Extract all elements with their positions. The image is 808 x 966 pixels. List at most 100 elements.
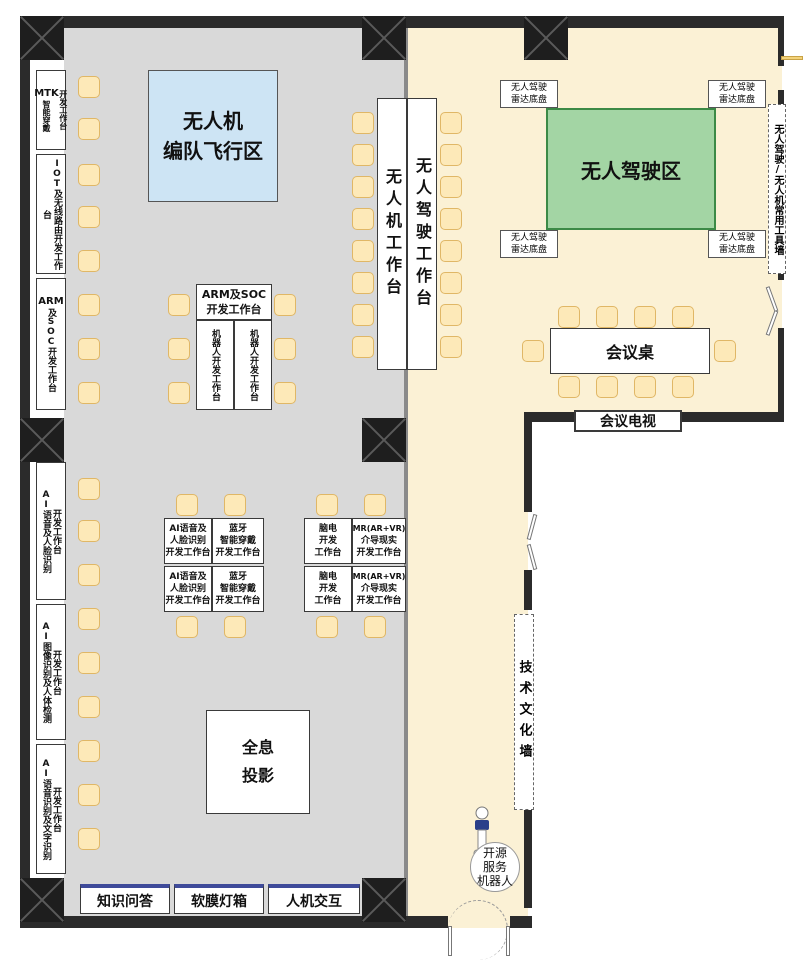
radar-bl-line1: 无人驾驶: [510, 233, 547, 243]
hologram-line1: 全息: [241, 738, 274, 757]
cream-floor-bottom: [408, 412, 528, 928]
workbench-driving: 无人驾驶工作台: [407, 98, 437, 370]
chair: [440, 176, 462, 198]
desk-ai-face-2: AI语音及 人脸识别 开发工作台: [164, 566, 212, 612]
pillar: [362, 16, 406, 60]
bt-2-l1: 蓝牙: [228, 572, 247, 582]
mr-1-l1: MR(AR+VR): [352, 524, 406, 533]
workbench-drone: 无人机工作台: [377, 98, 407, 370]
arm-soc-line1: ARM及SOC: [201, 288, 267, 301]
pillar: [20, 878, 64, 922]
desk-bci-1: 脑电 开发 工作台: [304, 518, 352, 564]
chair: [596, 306, 618, 328]
bt-1-l3: 开发工作台: [215, 548, 261, 558]
chair: [168, 338, 190, 360]
mtk-title: MTK: [34, 88, 59, 99]
ai-voice-face-label: AI语音及人脸识别: [41, 489, 51, 573]
workbench-robot-right: 机器人开发工作台: [234, 320, 272, 410]
chair: [78, 478, 100, 500]
display-knowledge-qa: 知识问答: [80, 884, 170, 914]
culture-wall: 技术文化墙: [514, 614, 534, 810]
chair: [364, 494, 386, 516]
bci-2-l3: 工作台: [314, 596, 342, 606]
robot-label-line3: 机器人: [476, 874, 513, 888]
robot-left-label: 机器人开发工作台: [210, 329, 220, 401]
mr-1-l3: 开发工作台: [356, 548, 402, 558]
workbench-ai-speech-text: AI语音识别及文字识别 开发工作台: [36, 744, 66, 874]
bci-1-l3: 工作台: [314, 548, 342, 558]
chair: [78, 520, 100, 542]
radar-br-line1: 无人驾驶: [718, 233, 755, 243]
arm-left-sub2: 开发工作台: [46, 347, 56, 392]
bci-1-l1: 脑电: [318, 524, 337, 534]
chair: [176, 494, 198, 516]
display-hci: 人机交互: [268, 884, 360, 914]
ai-face-1-l2: 人脸识别: [169, 536, 206, 546]
chair: [714, 340, 736, 362]
autonomous-driving-zone: 无人驾驶区: [546, 108, 716, 230]
wall-bottom-right: [510, 916, 532, 928]
chair: [352, 272, 374, 294]
chair: [522, 340, 544, 362]
mtk-sub1: 智能穿戴: [42, 100, 51, 132]
workbench-robot-left: 机器人开发工作台: [196, 320, 234, 410]
chair: [168, 294, 190, 316]
chair: [364, 616, 386, 638]
wall-left: [20, 16, 30, 928]
tool-wall: 无人驾驶/无人机常用工具墙: [768, 104, 786, 274]
ai-face-2-l1: AI语音及: [169, 572, 207, 582]
entrance-door: [506, 926, 510, 956]
desk-bt-2: 蓝牙 智能穿戴 开发工作台: [212, 566, 264, 612]
bt-1-l1: 蓝牙: [228, 524, 247, 534]
bci-2-l1: 脑电: [318, 572, 337, 582]
pillar: [362, 878, 406, 922]
workbench-arm-left: ARM 及SOC 开发工作台: [36, 278, 66, 410]
chair: [634, 376, 656, 398]
arm-soc-line2: 开发工作台: [206, 303, 262, 316]
chair: [78, 250, 100, 272]
radar-bl-line2: 雷达底盘: [510, 245, 547, 255]
radar-tl-line2: 雷达底盘: [510, 95, 547, 105]
chair: [78, 652, 100, 674]
radar-tl-line1: 无人驾驶: [510, 83, 547, 93]
chair: [224, 616, 246, 638]
chair: [440, 304, 462, 326]
display-lightbox: 软膜灯箱: [174, 884, 264, 914]
pillar: [362, 418, 406, 462]
chair: [440, 112, 462, 134]
chair: [352, 304, 374, 326]
chair: [672, 376, 694, 398]
radar-chassis-br: 无人驾驶 雷达底盘: [708, 230, 766, 258]
hologram-line2: 投影: [241, 766, 274, 785]
chair: [78, 696, 100, 718]
chair: [316, 616, 338, 638]
door: [781, 56, 803, 60]
meeting-tv-label: 会议电视: [600, 414, 656, 430]
drone-flight-line1: 无人机: [183, 109, 243, 133]
radar-chassis-tr: 无人驾驶 雷达底盘: [708, 80, 766, 108]
chair: [78, 338, 100, 360]
mr-1-l2: 介导现实: [360, 536, 397, 546]
ai-image-body-dev: 开发工作台: [51, 649, 61, 695]
bt-2-l3: 开发工作台: [215, 596, 261, 606]
autonomous-driving-label: 无人驾驶区: [581, 158, 681, 183]
desk-mr-1: MR(AR+VR) 介导现实 开发工作台: [352, 518, 406, 564]
chair: [672, 306, 694, 328]
bci-1-l2: 开发: [318, 536, 337, 546]
wall-lab-divider: [404, 28, 408, 916]
bci-2-l2: 开发: [318, 584, 337, 594]
workbench-ai-voice-face: AI语音及人脸识别 开发工作台: [36, 462, 66, 600]
wall-inner-right-2: [524, 570, 532, 610]
mr-2-l2: 介导现实: [360, 584, 397, 594]
wall-inner-right-3: [524, 808, 532, 908]
chair: [78, 382, 100, 404]
pillar: [20, 418, 64, 462]
chair: [78, 76, 100, 98]
meeting-table-label: 会议桌: [605, 343, 654, 362]
chair: [440, 240, 462, 262]
radar-chassis-tl: 无人驾驶 雷达底盘: [500, 80, 558, 108]
robot-right-label: 机器人开发工作台: [248, 329, 258, 401]
desk-ai-face-1: AI语音及 人脸识别 开发工作台: [164, 518, 212, 564]
chair: [78, 608, 100, 630]
